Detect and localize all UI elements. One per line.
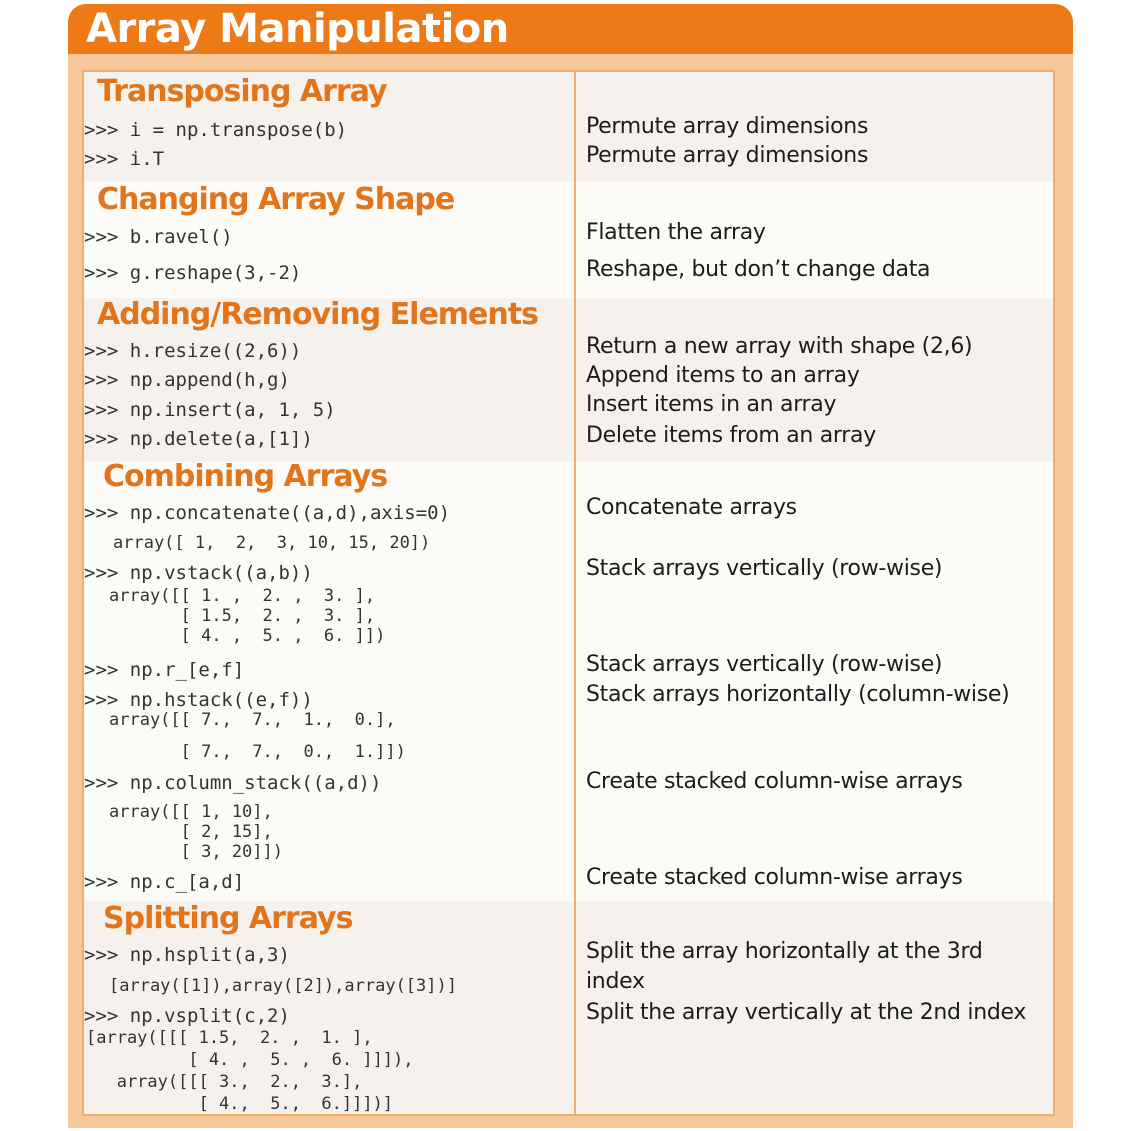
- section-band-adding: [84, 298, 1053, 462]
- cheat-sheet-card: Array Manipulation Transposing Array >>>…: [68, 4, 1073, 1128]
- code-line: >>> i = np.transpose(b): [84, 119, 348, 141]
- description: Create stacked column-wise arrays: [586, 865, 963, 890]
- content-frame: Transposing Array >>> i = np.transpose(b…: [68, 54, 1073, 1128]
- code-line: >>> np.r_[e,f]: [84, 659, 245, 681]
- code-line: >>> g.reshape(3,-2): [84, 262, 302, 284]
- description: Insert items in an array: [586, 392, 837, 417]
- header-bar: Array Manipulation: [68, 4, 1073, 54]
- description: Concatenate arrays: [586, 495, 797, 520]
- code-output: array([ 1, 2, 3, 10, 15, 20]): [113, 533, 431, 553]
- code-output: [array([1]),array([2]),array([3])]: [109, 976, 457, 996]
- code-output: [array([[[ 1.5, 2. , 1. ], [ 4. , 5. , 6…: [86, 1028, 414, 1114]
- description: Permute array dimensions: [586, 114, 869, 139]
- section-title-combining: Combining Arrays: [103, 459, 388, 494]
- section-band-splitting: [84, 902, 1053, 1114]
- description: Reshape, but don’t change data: [586, 257, 931, 282]
- code-line: >>> np.concatenate((a,d),axis=0): [84, 502, 451, 524]
- code-line: >>> np.hstack((e,f)): [84, 689, 313, 711]
- description: Stack arrays vertically (row-wise): [586, 556, 943, 581]
- code-line: >>> np.column_stack((a,d)): [84, 772, 382, 794]
- description: Split the array horizontally at the 3rd …: [586, 939, 983, 994]
- description: Stack arrays horizontally (column-wise): [586, 682, 1010, 707]
- content-panel: Transposing Array >>> i = np.transpose(b…: [82, 70, 1055, 1116]
- code-output: array([[ 1. , 2. , 3. ], [ 1.5, 2. , 3. …: [109, 586, 386, 646]
- description: Create stacked column-wise arrays: [586, 769, 963, 794]
- section-title-transposing: Transposing Array: [97, 74, 388, 109]
- page-title: Array Manipulation: [86, 6, 509, 52]
- column-divider: [574, 72, 576, 1114]
- description: Return a new array with shape (2,6): [586, 334, 973, 359]
- description: Permute array dimensions: [586, 143, 869, 168]
- code-line: >>> np.hsplit(a,3): [84, 944, 290, 966]
- section-title-adding: Adding/Removing Elements: [97, 297, 539, 332]
- section-title-splitting: Splitting Arrays: [103, 901, 353, 936]
- code-output: array([[ 7., 7., 1., 0.], [ 7., 7., 0., …: [109, 710, 406, 762]
- code-line: >>> np.vstack((a,b)): [84, 562, 313, 584]
- code-line: >>> np.c_[a,d]: [84, 871, 245, 893]
- code-line: >>> np.append(h,g): [84, 369, 290, 391]
- code-line: >>> i.T: [84, 148, 165, 170]
- code-line: >>> np.delete(a,[1]): [84, 428, 313, 450]
- description: Split the array vertically at the 2nd in…: [586, 1000, 1027, 1025]
- code-line: >>> np.vsplit(c,2): [84, 1005, 290, 1027]
- code-line: >>> np.insert(a, 1, 5): [84, 399, 336, 421]
- description: Flatten the array: [586, 220, 766, 245]
- description: Append items to an array: [586, 363, 860, 388]
- section-band-transposing: [84, 72, 1053, 182]
- code-line: >>> b.ravel(): [84, 226, 233, 248]
- description: Delete items from an array: [586, 423, 876, 448]
- code-line: >>> h.resize((2,6)): [84, 340, 302, 362]
- section-title-shape: Changing Array Shape: [97, 182, 455, 217]
- description: Stack arrays vertically (row-wise): [586, 652, 943, 677]
- code-output: array([[ 1, 10], [ 2, 15], [ 3, 20]]): [109, 802, 283, 862]
